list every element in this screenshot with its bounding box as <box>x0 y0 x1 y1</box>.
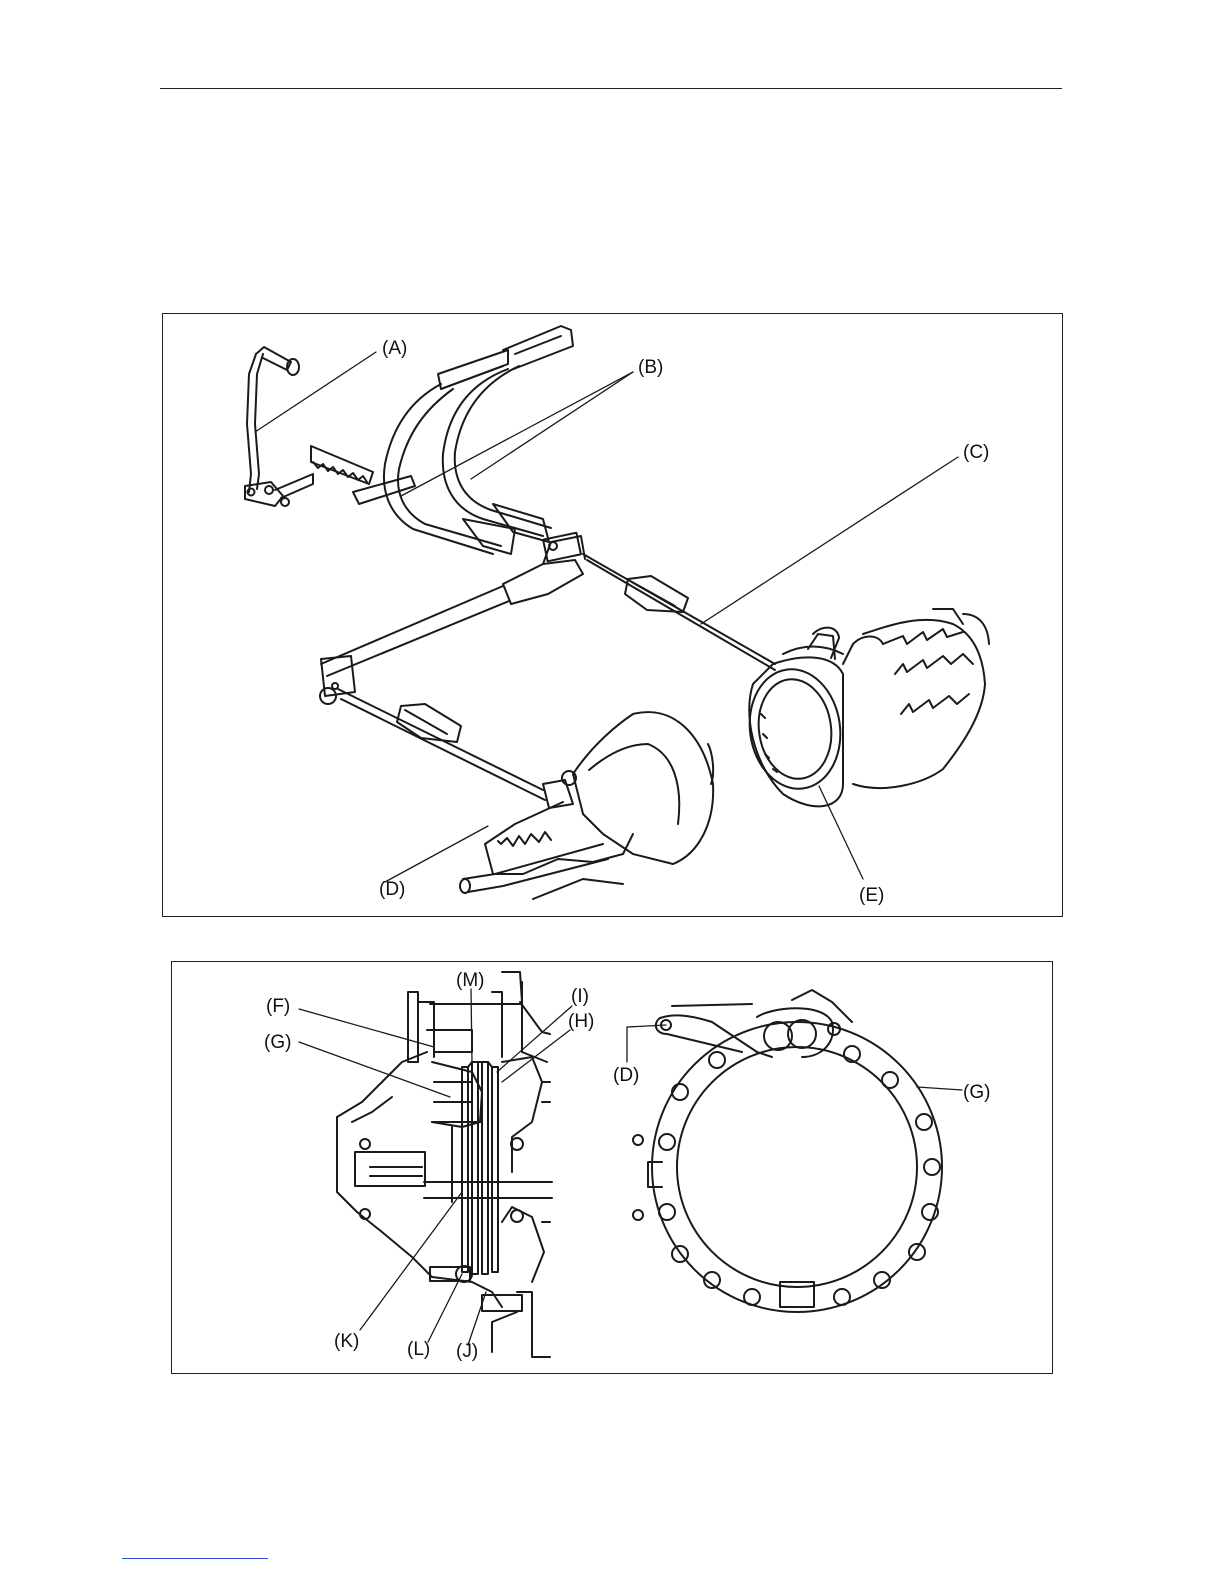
linkage-drawing <box>163 314 1062 916</box>
label-d: (D) <box>379 880 405 899</box>
label-i: (I) <box>571 987 589 1006</box>
label-l: (L) <box>407 1340 430 1359</box>
label-g-flange: (G) <box>963 1083 990 1102</box>
label-b: (B) <box>638 358 663 377</box>
flange-view <box>633 990 942 1312</box>
cross-shafts <box>320 533 775 808</box>
label-e: (E) <box>859 886 884 905</box>
label-a: (A) <box>382 339 407 358</box>
footer-rule <box>122 1558 268 1559</box>
clutch-cross-section <box>337 972 552 1357</box>
linkage-diagram-figure: (A) (B) (C) (D) (E) <box>162 313 1063 917</box>
axle-housing <box>460 712 713 899</box>
label-g: (G) <box>264 1033 291 1052</box>
clutch-section-drawing <box>172 962 1052 1373</box>
brake-pedals <box>353 326 573 554</box>
label-c: (C) <box>963 443 989 462</box>
label-m: (M) <box>456 971 484 990</box>
header-rule <box>160 88 1062 89</box>
label-f: (F) <box>266 997 290 1016</box>
label-h: (H) <box>568 1012 594 1031</box>
label-j: (J) <box>456 1342 478 1361</box>
clutch-section-figure: (F) (G) (M) (I) (H) (K) (L) (J) (D) (G) <box>171 961 1053 1374</box>
leader-lines <box>255 352 958 882</box>
clutch-housing <box>742 609 989 806</box>
label-k: (K) <box>334 1332 359 1351</box>
label-d-flange: (D) <box>613 1066 639 1085</box>
